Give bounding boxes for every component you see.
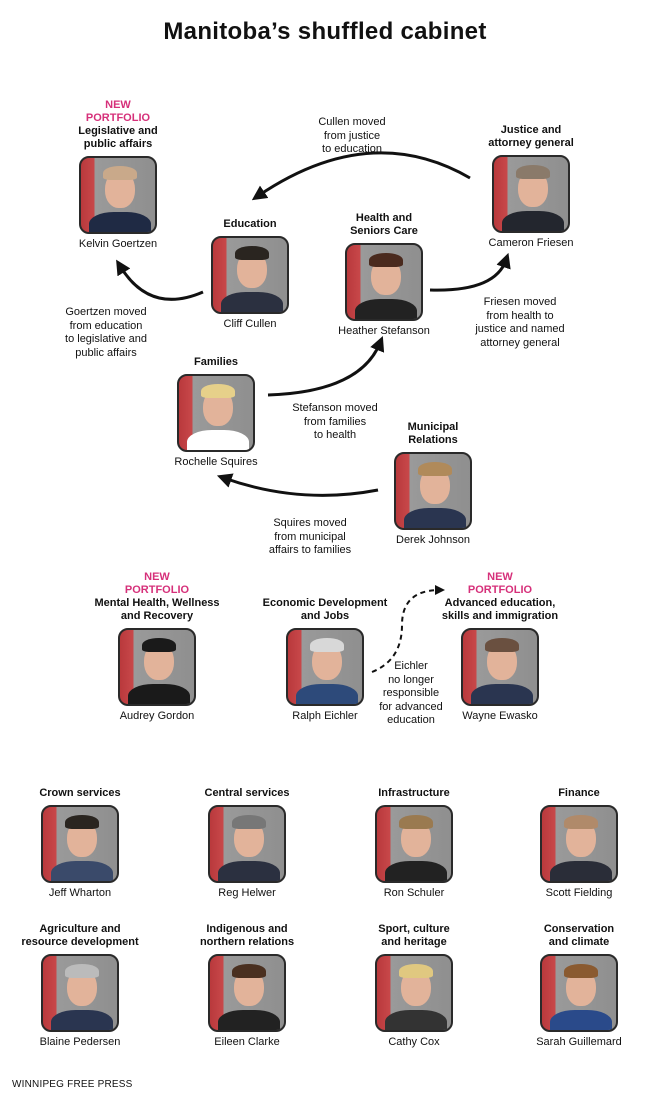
new-portfolio-label: NEW PORTFOLIO: [85, 99, 151, 124]
note-squires: Squires moved from municipal affairs to …: [268, 517, 352, 556]
minister-name: Eileen Clarke: [214, 1036, 280, 1048]
portfolio-title: Health and Seniors Care: [350, 212, 418, 237]
minister-name: Cliff Cullen: [223, 318, 277, 330]
note-stefanson: Stefanson moved from families to health: [292, 402, 378, 441]
portfolio-heading-ralph-eichler: Economic Development and Jobs: [240, 597, 410, 623]
arrow-eichler-dashed: [371, 585, 445, 673]
portfolio-title: Economic Development and Jobs: [262, 597, 388, 622]
portfolio-heading-cameron-friesen: Justice and attorney general: [446, 124, 616, 150]
portfolio-heading-derek-johnson: Municipal Relations: [348, 421, 518, 447]
minister-name: Ron Schuler: [383, 887, 445, 899]
minister-name: Heather Stefanson: [338, 325, 430, 337]
portrait-ralph-eichler: [286, 628, 364, 706]
portrait-scott-fielding: [540, 805, 618, 883]
portrait-cameron-friesen: [492, 155, 570, 233]
portrait-derek-johnson: [394, 452, 472, 530]
portrait-sarah-guillemard: [540, 954, 618, 1032]
portrait-audrey-gordon: [118, 628, 196, 706]
portfolio-heading-rochelle-squires: Families: [131, 356, 301, 369]
portrait-cathy-cox: [375, 954, 453, 1032]
portrait-jeff-wharton: [41, 805, 119, 883]
minister-name: Reg Helwer: [218, 887, 276, 899]
portrait-heather-stefanson: [345, 243, 423, 321]
portfolio-heading-blaine-pedersen: Agriculture and resource development: [0, 923, 165, 949]
portfolio-heading-cathy-cox: Sport, culture and heritage: [329, 923, 499, 949]
minister-name: Ralph Eichler: [292, 710, 358, 722]
portrait-kelvin-goertzen: [79, 156, 157, 234]
arrow-stefanson: [267, 336, 385, 397]
portfolio-title: Justice and attorney general: [488, 124, 574, 149]
minister-name: Derek Johnson: [396, 534, 470, 546]
minister-name: Cathy Cox: [388, 1036, 440, 1048]
portfolio-title: Sport, culture and heritage: [378, 923, 450, 948]
portfolio-heading-eileen-clarke: Indigenous and northern relations: [162, 923, 332, 949]
arrow-goertzen: [116, 259, 204, 301]
portfolio-heading-reg-helwer: Central services: [162, 787, 332, 800]
portfolio-title: Families: [193, 356, 239, 368]
arrow-friesen: [429, 252, 511, 292]
footer-credit: WINNIPEG FREE PRESS: [12, 1079, 133, 1090]
portfolio-title: Central services: [204, 787, 290, 799]
portfolio-title: Finance: [558, 787, 600, 799]
portfolio-title: Conservation and climate: [543, 923, 615, 948]
minister-name: Blaine Pedersen: [39, 1036, 121, 1048]
portrait-cliff-cullen: [211, 236, 289, 314]
arrow-cullen: [251, 151, 471, 201]
portrait-blaine-pedersen: [41, 954, 119, 1032]
portfolio-title: Agriculture and resource development: [21, 923, 139, 948]
portrait-reg-helwer: [208, 805, 286, 883]
portrait-wayne-ewasko: [461, 628, 539, 706]
minister-name: Scott Fielding: [545, 887, 613, 899]
portfolio-title: Mental Health, Wellness and Recovery: [94, 597, 220, 622]
portrait-eileen-clarke: [208, 954, 286, 1032]
portrait-ron-schuler: [375, 805, 453, 883]
page-title: Manitoba’s shuffled cabinet: [163, 18, 487, 45]
note-friesen: Friesen moved from health to justice and…: [475, 296, 565, 349]
portfolio-heading-sarah-guillemard: Conservation and climate: [494, 923, 650, 949]
portfolio-title: Crown services: [39, 787, 121, 799]
minister-name: Rochelle Squires: [174, 456, 258, 468]
minister-name: Kelvin Goertzen: [78, 238, 158, 250]
minister-name: Jeff Wharton: [48, 887, 112, 899]
new-portfolio-label: NEW PORTFOLIO: [467, 571, 533, 596]
minister-name: Audrey Gordon: [119, 710, 195, 722]
minister-name: Cameron Friesen: [488, 237, 574, 249]
note-goertzen: Goertzen moved from education to legisla…: [65, 306, 147, 359]
note-cullen: Cullen moved from justice to education: [318, 116, 386, 155]
minister-name: Sarah Guillemard: [536, 1036, 622, 1048]
portfolio-title: Legislative and public affairs: [78, 125, 158, 150]
minister-name: Wayne Ewasko: [462, 710, 538, 722]
portfolio-title: Indigenous and northern relations: [199, 923, 295, 948]
portfolio-heading-jeff-wharton: Crown services: [0, 787, 165, 800]
note-eichler: Eichler no longer responsible for advanc…: [379, 660, 443, 726]
portfolio-title: Education: [223, 218, 277, 230]
portfolio-title: Municipal Relations: [407, 421, 459, 446]
portfolio-title: Advanced education, skills and immigrati…: [441, 597, 559, 622]
portfolio-heading-cliff-cullen: Education: [165, 218, 335, 231]
portfolio-heading-ron-schuler: Infrastructure: [329, 787, 499, 800]
portfolio-heading-scott-fielding: Finance: [494, 787, 650, 800]
new-portfolio-label: NEW PORTFOLIO: [124, 571, 190, 596]
portfolio-title: Infrastructure: [378, 787, 450, 799]
portrait-rochelle-squires: [177, 374, 255, 452]
portfolio-heading-heather-stefanson: Health and Seniors Care: [299, 212, 469, 238]
arrow-squires: [216, 473, 379, 497]
